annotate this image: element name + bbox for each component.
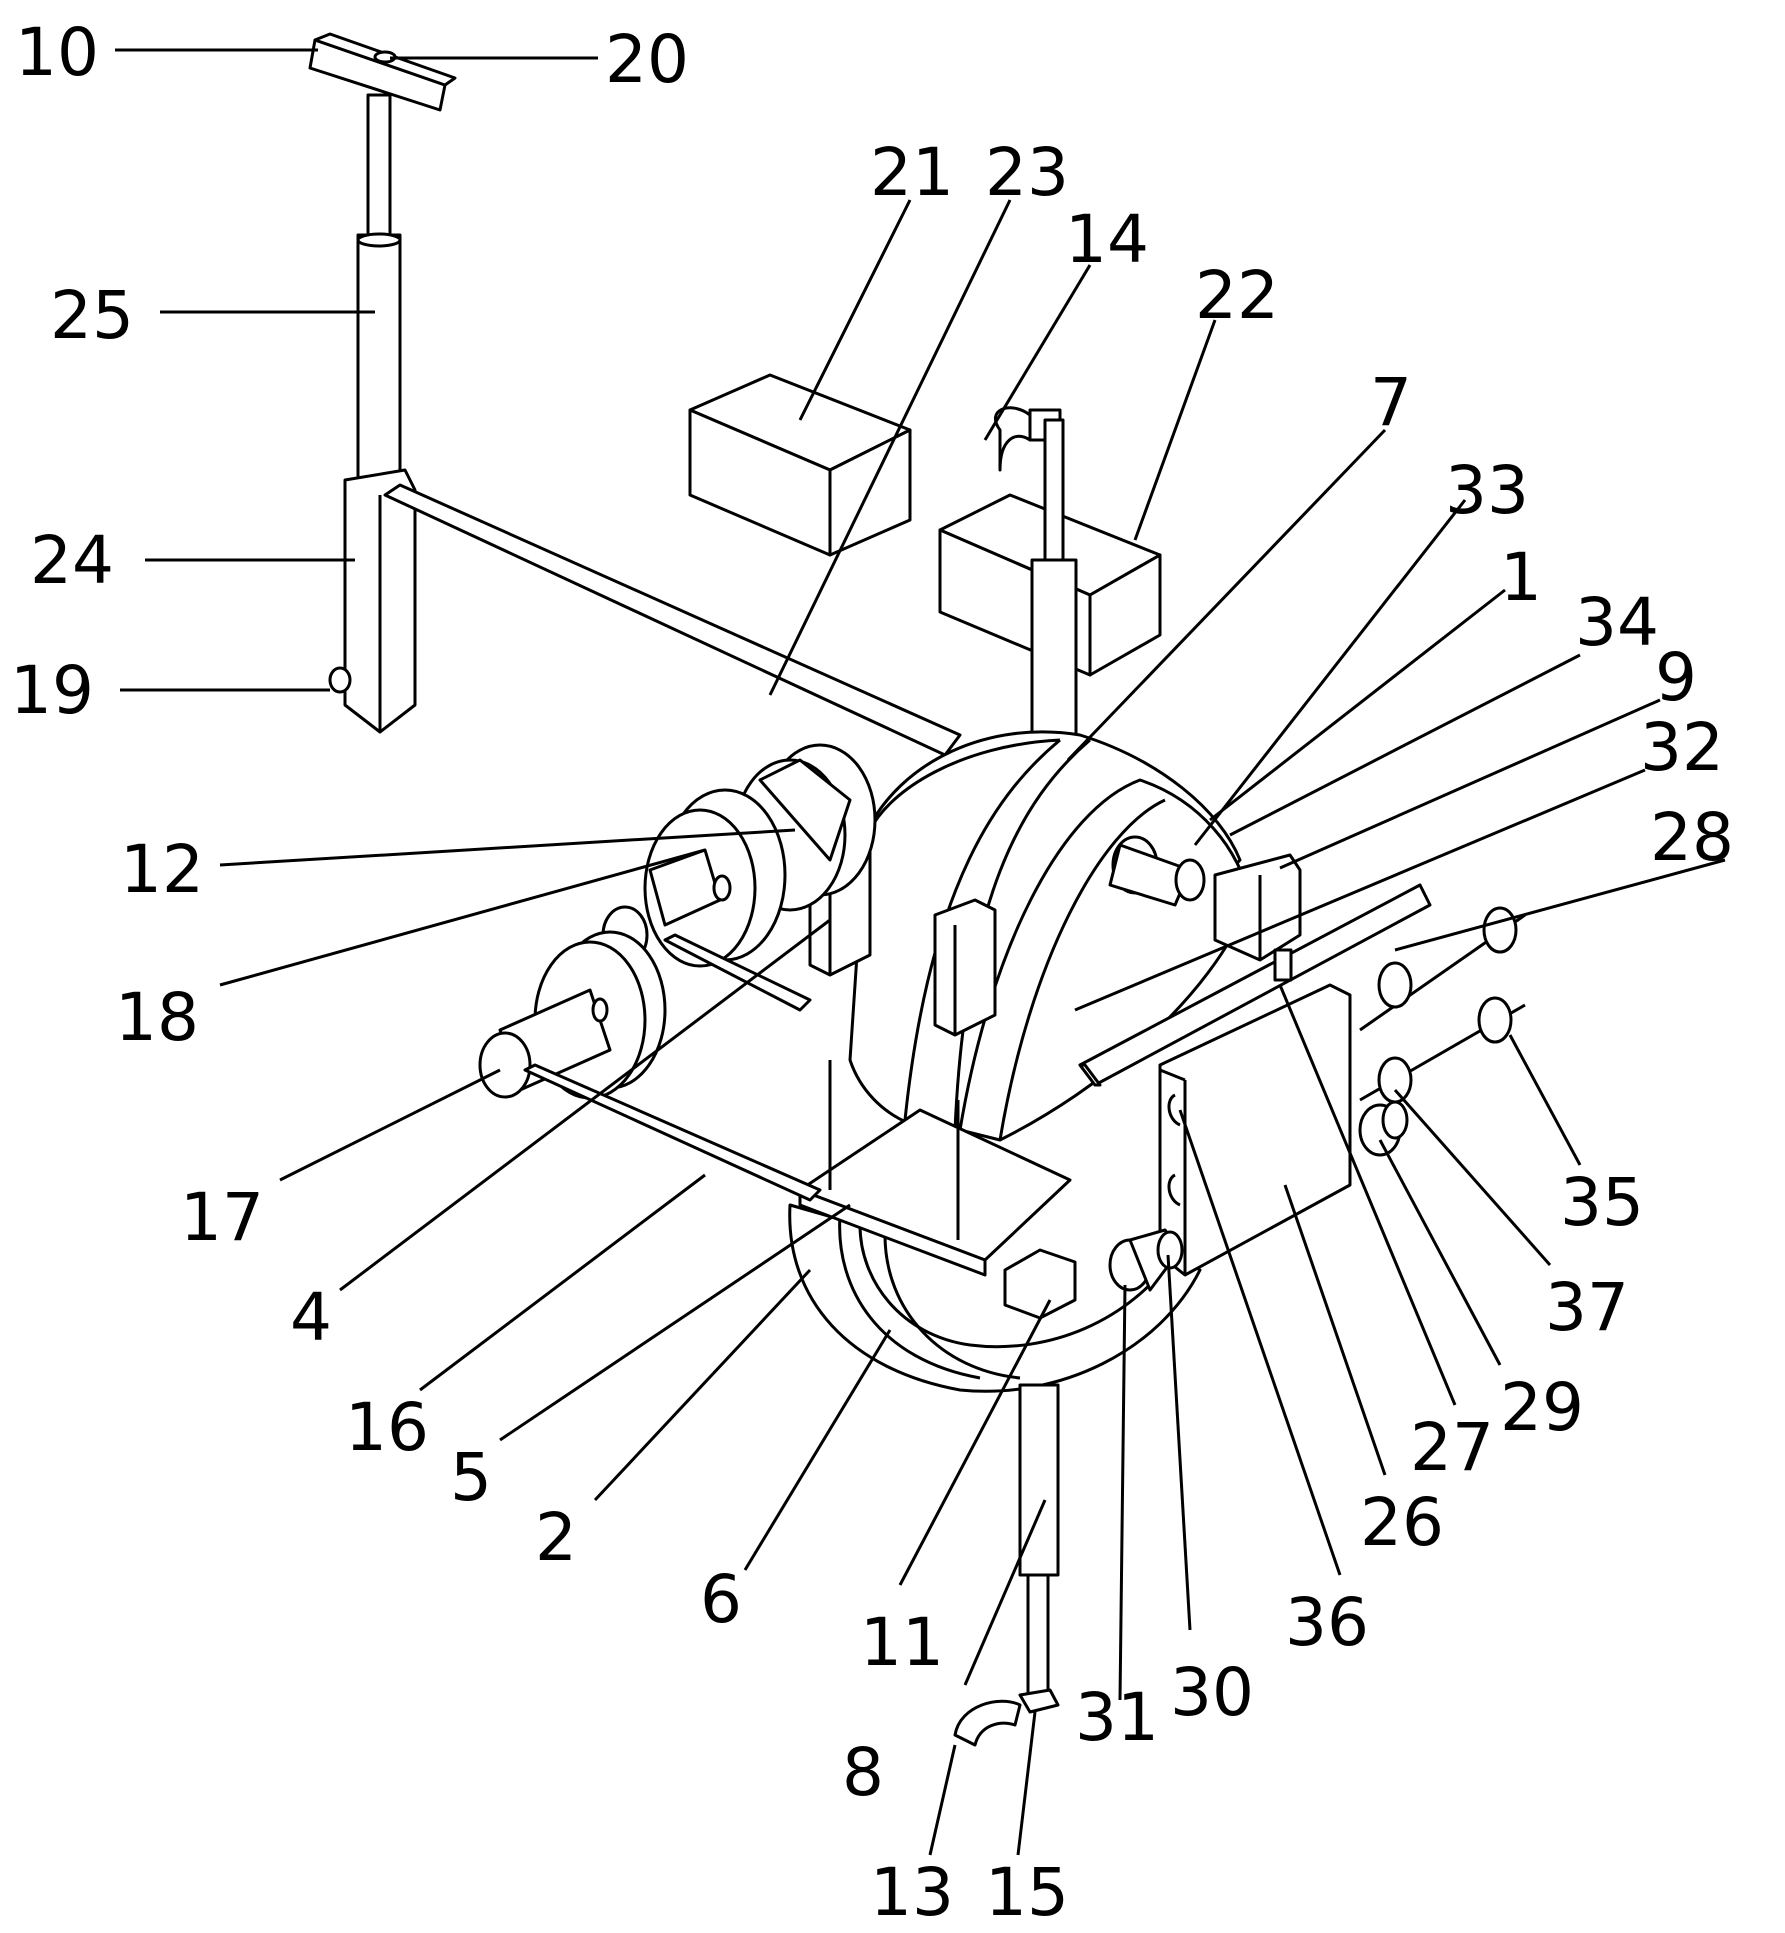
callout-24: 24 [30, 522, 114, 599]
callout-4: 4 [290, 1279, 332, 1356]
reference-numerals: 10 20 21 23 14 22 25 7 33 1 34 24 9 32 1… [10, 14, 1734, 1931]
callout-6: 6 [700, 1561, 742, 1638]
lower-ring [788, 1203, 1202, 1393]
callout-11: 11 [860, 1604, 944, 1681]
callout-1: 1 [1500, 539, 1542, 616]
callout-9: 9 [1655, 639, 1697, 716]
callout-7: 7 [1370, 364, 1412, 441]
callout-36: 36 [1285, 1584, 1369, 1661]
callout-22: 22 [1195, 257, 1279, 334]
base-plate [798, 1060, 1072, 1277]
callout-10: 10 [15, 14, 99, 91]
callout-33: 33 [1445, 452, 1529, 529]
callout-8: 8 [842, 1734, 884, 1811]
callout-15: 15 [985, 1854, 1069, 1931]
pulley-assembly [478, 743, 877, 1202]
callout-2: 2 [535, 1499, 577, 1576]
callout-35: 35 [1560, 1164, 1644, 1241]
callout-20: 20 [605, 21, 689, 98]
callout-16: 16 [345, 1389, 429, 1466]
callout-5: 5 [450, 1439, 492, 1516]
callout-30: 30 [1170, 1654, 1254, 1731]
apparatus-drawing [308, 32, 1526, 1747]
callout-14: 14 [1065, 201, 1149, 278]
callout-19: 19 [10, 652, 94, 729]
post-assembly [308, 32, 962, 757]
leader-lines [115, 48, 1726, 1856]
callout-23: 23 [985, 134, 1069, 211]
callout-17: 17 [180, 1179, 264, 1256]
callout-28: 28 [1650, 799, 1734, 876]
block-center [933, 898, 997, 1037]
callout-12: 12 [120, 831, 204, 908]
callout-21: 21 [870, 134, 954, 211]
callout-34: 34 [1575, 584, 1659, 661]
box-21 [688, 373, 912, 557]
right-frame [1078, 835, 1432, 1292]
callout-32: 32 [1640, 709, 1724, 786]
callout-26: 26 [1360, 1484, 1444, 1561]
callout-37: 37 [1545, 1269, 1629, 1346]
callout-31: 31 [1075, 1679, 1159, 1756]
callout-29: 29 [1500, 1369, 1584, 1446]
callout-18: 18 [115, 979, 199, 1056]
block-11 [1003, 1248, 1077, 1320]
callout-27: 27 [1410, 1409, 1494, 1486]
lower-hook-assembly [953, 1383, 1060, 1747]
callout-13: 13 [870, 1854, 954, 1931]
callout-25: 25 [50, 277, 134, 354]
